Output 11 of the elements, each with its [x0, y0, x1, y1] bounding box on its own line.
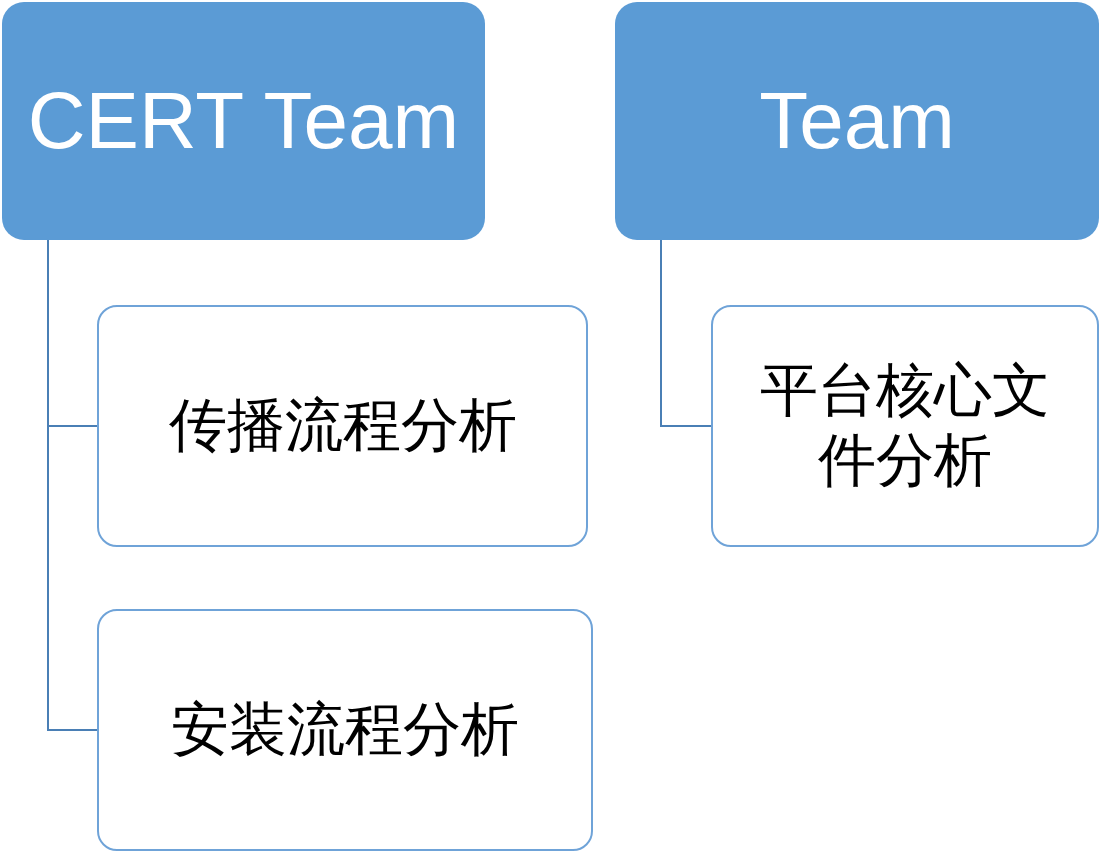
team-box: [2, 2, 485, 240]
task-label: 安装流程分析: [171, 695, 519, 765]
task-box: [97, 609, 593, 851]
team-name: CERT Team: [27, 81, 460, 161]
task-label: 平台核心文件分析: [759, 356, 1051, 496]
team-box: [615, 2, 1099, 240]
connector-line: [660, 239, 712, 427]
task-box: [711, 305, 1099, 547]
task-box: [97, 305, 588, 547]
team-name: Team: [759, 81, 955, 161]
task-label: 传播流程分析: [168, 391, 517, 461]
